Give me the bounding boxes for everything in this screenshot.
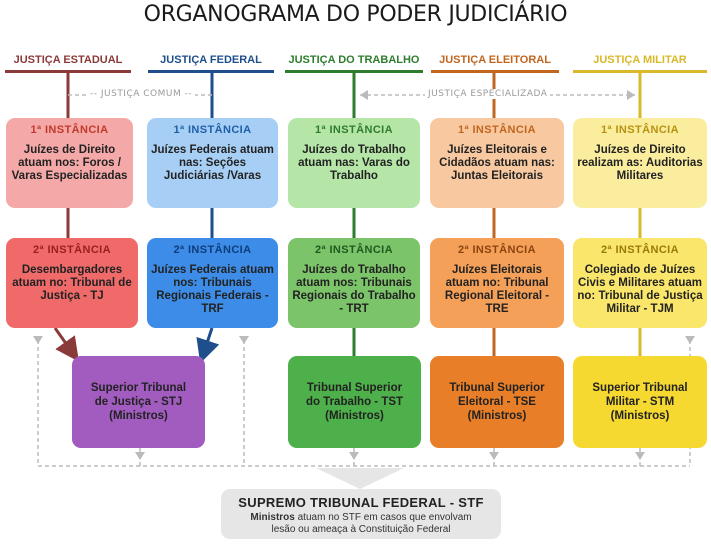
- superior-line: de Justiça - STJ: [94, 396, 183, 408]
- superior-line: Tribunal Superior: [449, 382, 545, 394]
- superior-line: Eleitoral - TSE: [458, 396, 536, 408]
- instancia1-eleitoral: 1ª INSTÂNCIA Juízes Eleitorais e Cidadão…: [430, 118, 564, 208]
- band-justica-comum: -- JUSTIÇA COMUM --: [87, 89, 196, 99]
- instancia-label: 1ª INSTÂNCIA: [601, 124, 679, 136]
- stf-ministros: Ministros: [250, 512, 295, 523]
- band-justica-especializada: JUSTIÇA ESPECIALIZADA: [425, 89, 551, 99]
- instancia-text: Juízes Eleitorais e Cidadãos atuam nas: …: [439, 144, 555, 182]
- instancia-text: Desembargadores atuam no: Tribunal de Ju…: [12, 264, 132, 302]
- superior-line: Superior Tribunal: [592, 382, 688, 394]
- instancia-text: Colegiado de Juízes Civis e Militares at…: [577, 264, 703, 315]
- stf-description: Ministros atuam no STF em casos que envo…: [221, 512, 501, 536]
- superior-line: (Ministros): [467, 410, 527, 422]
- superior-line: do Trabalho - TST: [305, 396, 404, 408]
- instancia-label: 1ª INSTÂNCIA: [30, 124, 109, 136]
- superior-line: (Ministros): [325, 410, 384, 422]
- superior-line: Militar - STM: [605, 396, 675, 408]
- superior-line: (Ministros): [610, 410, 670, 422]
- stf-title: SUPREMO TRIBUNAL FEDERAL - STF: [238, 495, 484, 510]
- instancia2-federal: 2ª INSTÂNCIA Juízes Federais atuam nos: …: [147, 238, 278, 328]
- instancia1-estadual: 1ª INSTÂNCIA Juízes de Direito atuam nos…: [6, 118, 133, 208]
- instancia-label: 1ª INSTÂNCIA: [458, 124, 536, 136]
- stf-desc-text: atuam no STF em casos que envolvam lesão…: [271, 512, 472, 535]
- header-justica-trabalho: JUSTIÇA DO TRABALHO: [285, 52, 423, 73]
- superior-stj: Superior Tribunal de Justiça - STJ (Minist…: [72, 356, 205, 448]
- instancia-label: 1ª INSTÂNCIA: [315, 124, 393, 136]
- instancia-label: 2ª INSTÂNCIA: [33, 244, 111, 256]
- superior-line: Tribunal Superior: [306, 382, 403, 394]
- page-title: ORGANOGRAMA DO PODER JUDICIÁRIO: [143, 2, 568, 27]
- instancia-label: 1ª INSTÂNCIA: [173, 124, 252, 136]
- instancia2-militar: 2ª INSTÂNCIA Colegiado de Juízes Civis e…: [573, 238, 707, 328]
- superior-line: Superior Tribunal: [90, 382, 187, 394]
- instancia-text: Juízes de Direito atuam nos: Foros / Var…: [11, 144, 128, 182]
- header-justica-militar: JUSTIÇA MILITAR: [573, 52, 707, 73]
- instancia-label: 2ª INSTÂNCIA: [173, 244, 252, 256]
- instancia-text: Juízes Eleitorais atuam no: Tribunal Reg…: [444, 264, 550, 315]
- instancia-label: 2ª INSTÂNCIA: [601, 244, 679, 256]
- superior-tst: Tribunal Superior do Trabalho - TST (Minis…: [288, 356, 421, 448]
- instancia1-federal: 1ª INSTÂNCIA Juízes Federais atuam nas: …: [147, 118, 278, 208]
- superior-line: (Ministros): [109, 410, 168, 422]
- instancia1-trabalho: 1ª INSTÂNCIA Juízes do Trabalho atuam na…: [288, 118, 420, 208]
- instancia-text: Juízes Federais atuam nos: Tribunais Reg…: [151, 264, 274, 315]
- header-justica-eleitoral: JUSTIÇA ELEITORAL: [431, 52, 559, 73]
- instancia-text: Juízes do Trabalho atuam nos: Tribunais …: [292, 264, 416, 315]
- header-justica-federal: JUSTIÇA FEDERAL: [148, 52, 274, 73]
- header-justica-estadual: JUSTIÇA ESTADUAL: [5, 52, 131, 73]
- instancia-text: Juízes do Trabalho atuam nas: Varas do T…: [298, 144, 410, 182]
- instancia1-militar: 1ª INSTÂNCIA Juízes de Direito realizam …: [573, 118, 707, 208]
- instancia2-eleitoral: 2ª INSTÂNCIA Juízes Eleitorais atuam no:…: [430, 238, 564, 328]
- instancia-text: Juízes Federais atuam nas: Seções Judici…: [151, 144, 274, 182]
- instancia-label: 2ª INSTÂNCIA: [315, 244, 393, 256]
- stf-box: SUPREMO TRIBUNAL FEDERAL - STF Ministros…: [221, 489, 501, 539]
- instancia2-trabalho: 2ª INSTÂNCIA Juízes do Trabalho atuam no…: [288, 238, 420, 328]
- instancia-text: Juízes de Direito realizam as: Auditoria…: [577, 144, 703, 182]
- instancia2-estadual: 2ª INSTÂNCIA Desembargadores atuam no: T…: [6, 238, 138, 328]
- instancia-label: 2ª INSTÂNCIA: [458, 244, 536, 256]
